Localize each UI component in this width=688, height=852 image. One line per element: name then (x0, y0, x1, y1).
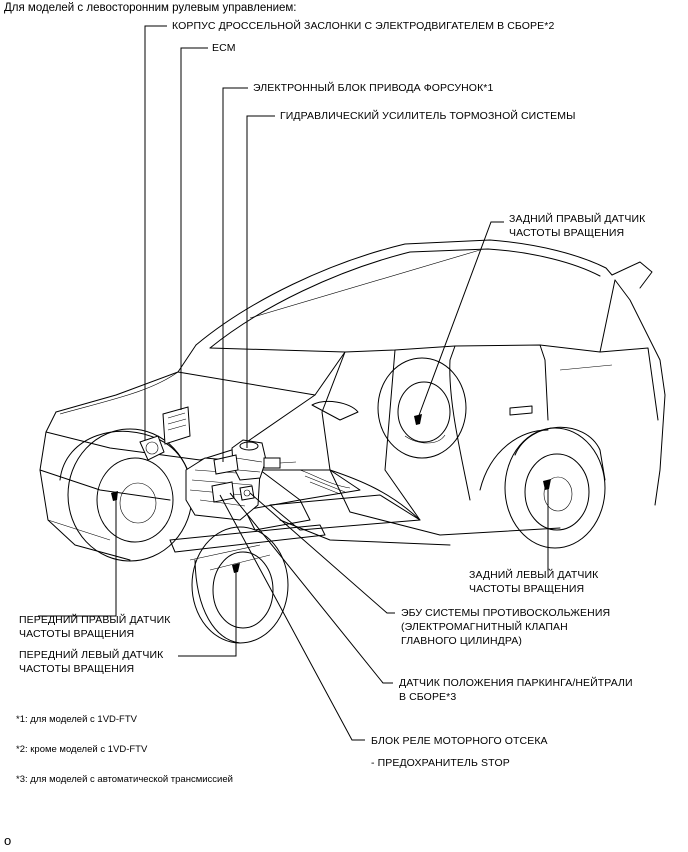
speed-sensor-front-left (232, 563, 240, 573)
page-header: Для моделей с левосторонним рулевым упра… (4, 2, 297, 14)
label-skid-control-ecu-line1: ЭБУ СИСТЕМЫ ПРОТИВОСКОЛЬЖЕНИЯ (401, 607, 611, 619)
front-left-wheel (191, 526, 289, 644)
label-front-right-sensor-line2: ЧАСТОТЫ ВРАЩЕНИЯ (19, 628, 135, 640)
label-skid-control-ecu-line3: ГЛАВНОГО ЦИЛИНДРА) (401, 635, 522, 647)
rear-left-wheel (504, 427, 606, 549)
label-rear-right-sensor-line1: ЗАДНИЙ ПРАВЫЙ ДАТЧИК (509, 213, 646, 225)
label-skid-control-ecu-line2: (ЭЛЕКТРОМАГНИТНЫЙ КЛАПАН (401, 621, 568, 633)
label-rear-right-sensor: ЗАДНИЙ ПРАВЫЙ ДАТЧИК ЧАСТОТЫ ВРАЩЕНИЯ (509, 212, 645, 240)
relay-block-unit (211, 481, 235, 503)
brake-booster-unit (231, 439, 297, 481)
label-front-left-sensor-line2: ЧАСТОТЫ ВРАЩЕНИЯ (19, 663, 135, 675)
corner-mark: o (4, 833, 12, 848)
throttle-body (139, 435, 165, 461)
label-stop-fuse: - ПРЕДОХРАНИТЕЛЬ STOP (371, 757, 510, 769)
label-throttle-body: КОРПУС ДРОССЕЛЬНОЙ ЗАСЛОНКИ С ЭЛЕКТРОДВИ… (172, 20, 555, 32)
label-rear-left-sensor: ЗАДНИЙ ЛЕВЫЙ ДАТЧИК ЧАСТОТЫ ВРАЩЕНИЯ (469, 568, 598, 596)
skid-control-ecu-unit (239, 485, 255, 501)
label-front-left-sensor: ПЕРЕДНИЙ ЛЕВЫЙ ДАТЧИК ЧАСТОТЫ ВРАЩЕНИЯ (19, 648, 163, 676)
label-park-neutral-switch-line1: ДАТЧИК ПОЛОЖЕНИЯ ПАРКИНГА/НЕЙТРАЛИ (399, 677, 633, 689)
speed-sensor-rear-left (543, 479, 551, 490)
label-skid-control-ecu: ЭБУ СИСТЕМЫ ПРОТИВОСКОЛЬЖЕНИЯ (ЭЛЕКТРОМА… (401, 606, 610, 648)
label-rear-left-sensor-line1: ЗАДНИЙ ЛЕВЫЙ ДАТЧИК (469, 569, 599, 581)
footnote-3: *3: для моделей с автоматической трансми… (16, 774, 233, 785)
label-front-right-sensor-line1: ПЕРЕДНИЙ ПРАВЫЙ ДАТЧИК (19, 614, 171, 626)
ecm-unit (162, 406, 191, 445)
rear-right-wheel (377, 357, 467, 459)
label-front-right-sensor: ПЕРЕДНИЙ ПРАВЫЙ ДАТЧИК ЧАСТОТЫ ВРАЩЕНИЯ (19, 613, 170, 641)
label-injector-driver: ЭЛЕКТРОННЫЙ БЛОК ПРИВОДА ФОРСУНОК*1 (253, 82, 494, 94)
label-front-left-sensor-line1: ПЕРЕДНИЙ ЛЕВЫЙ ДАТЧИК (19, 649, 164, 661)
footnote-1: *1: для моделей с 1VD-FTV (16, 714, 137, 725)
injector-driver-unit (213, 454, 239, 475)
label-park-neutral-switch: ДАТЧИК ПОЛОЖЕНИЯ ПАРКИНГА/НЕЙТРАЛИ В СБО… (399, 676, 633, 704)
label-rear-left-sensor-line2: ЧАСТОТЫ ВРАЩЕНИЯ (469, 583, 585, 595)
label-brake-booster: ГИДРАВЛИЧЕСКИЙ УСИЛИТЕЛЬ ТОРМОЗНОЙ СИСТЕ… (280, 110, 576, 122)
vehicle-outline (39, 239, 666, 561)
label-park-neutral-switch-line2: В СБОРЕ*3 (399, 691, 457, 703)
label-relay-block: БЛОК РЕЛЕ МОТОРНОГО ОТСЕКА (371, 735, 548, 747)
leader-lines (38, 25, 549, 741)
footnote-2: *2: кроме моделей с 1VD-FTV (16, 744, 148, 755)
speed-sensor-front-right (111, 491, 118, 501)
label-ecm: ECM (212, 42, 236, 54)
drivetrain (169, 469, 421, 571)
speed-sensor-rear-right (414, 414, 422, 425)
label-rear-right-sensor-line2: ЧАСТОТЫ ВРАЩЕНИЯ (509, 227, 625, 239)
